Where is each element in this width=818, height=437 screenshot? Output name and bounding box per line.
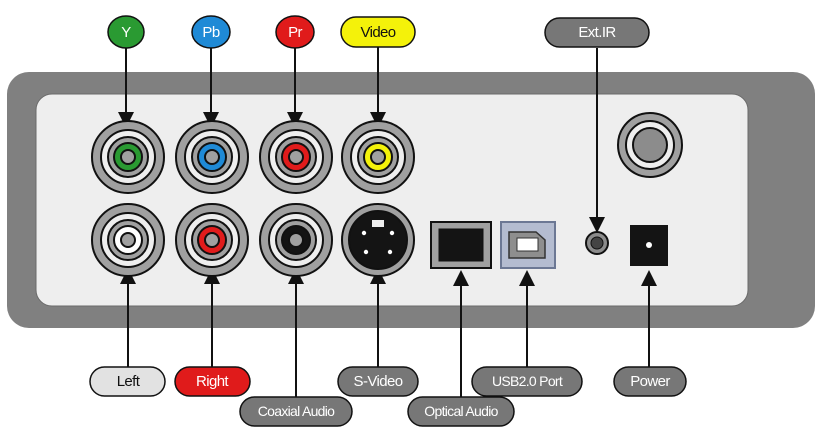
label-y: Y [107, 15, 145, 49]
ext-ir-jack [585, 231, 609, 255]
label-right-text: Right [196, 373, 229, 390]
label-y-text: Y [121, 24, 131, 41]
power-port [630, 225, 668, 266]
label-s-video-text: S-Video [354, 373, 403, 390]
optical-port [430, 221, 492, 269]
label-ext-ir-text: Ext.IR [578, 24, 616, 41]
rca-jack-right [175, 203, 249, 277]
label-pr-text: Pr [288, 24, 302, 41]
label-left-text: Left [117, 373, 141, 390]
label-usb-port: USB2.0 Port [471, 366, 583, 397]
rca-jack-pb [175, 120, 249, 194]
rca-jack-pr [259, 120, 333, 194]
label-s-video: S-Video [337, 366, 419, 397]
label-pb-text: Pb [202, 24, 219, 41]
label-pr: Pr [275, 15, 315, 49]
label-power: Power [613, 366, 687, 397]
label-video: Video [340, 16, 416, 48]
label-left: Left [89, 366, 166, 397]
label-coaxial-audio-text: Coaxial Audio [258, 403, 335, 419]
label-usb-port-text: USB2.0 Port [492, 373, 563, 389]
label-optical-audio-text: Optical Audio [424, 403, 498, 419]
label-video-text: Video [360, 24, 395, 41]
usb-port [500, 221, 556, 269]
rca-jack-y [91, 120, 165, 194]
rca-jack-left [91, 203, 165, 277]
label-pb: Pb [191, 15, 231, 49]
large-round-jack [617, 112, 683, 178]
s-video-jack [341, 203, 415, 277]
label-coaxial-audio: Coaxial Audio [239, 396, 353, 427]
label-power-text: Power [630, 373, 670, 390]
label-ext-ir: Ext.IR [544, 17, 650, 48]
label-right: Right [174, 366, 251, 397]
rca-jack-coaxial [259, 203, 333, 277]
rca-jack-video [341, 120, 415, 194]
label-optical-audio: Optical Audio [407, 396, 515, 427]
